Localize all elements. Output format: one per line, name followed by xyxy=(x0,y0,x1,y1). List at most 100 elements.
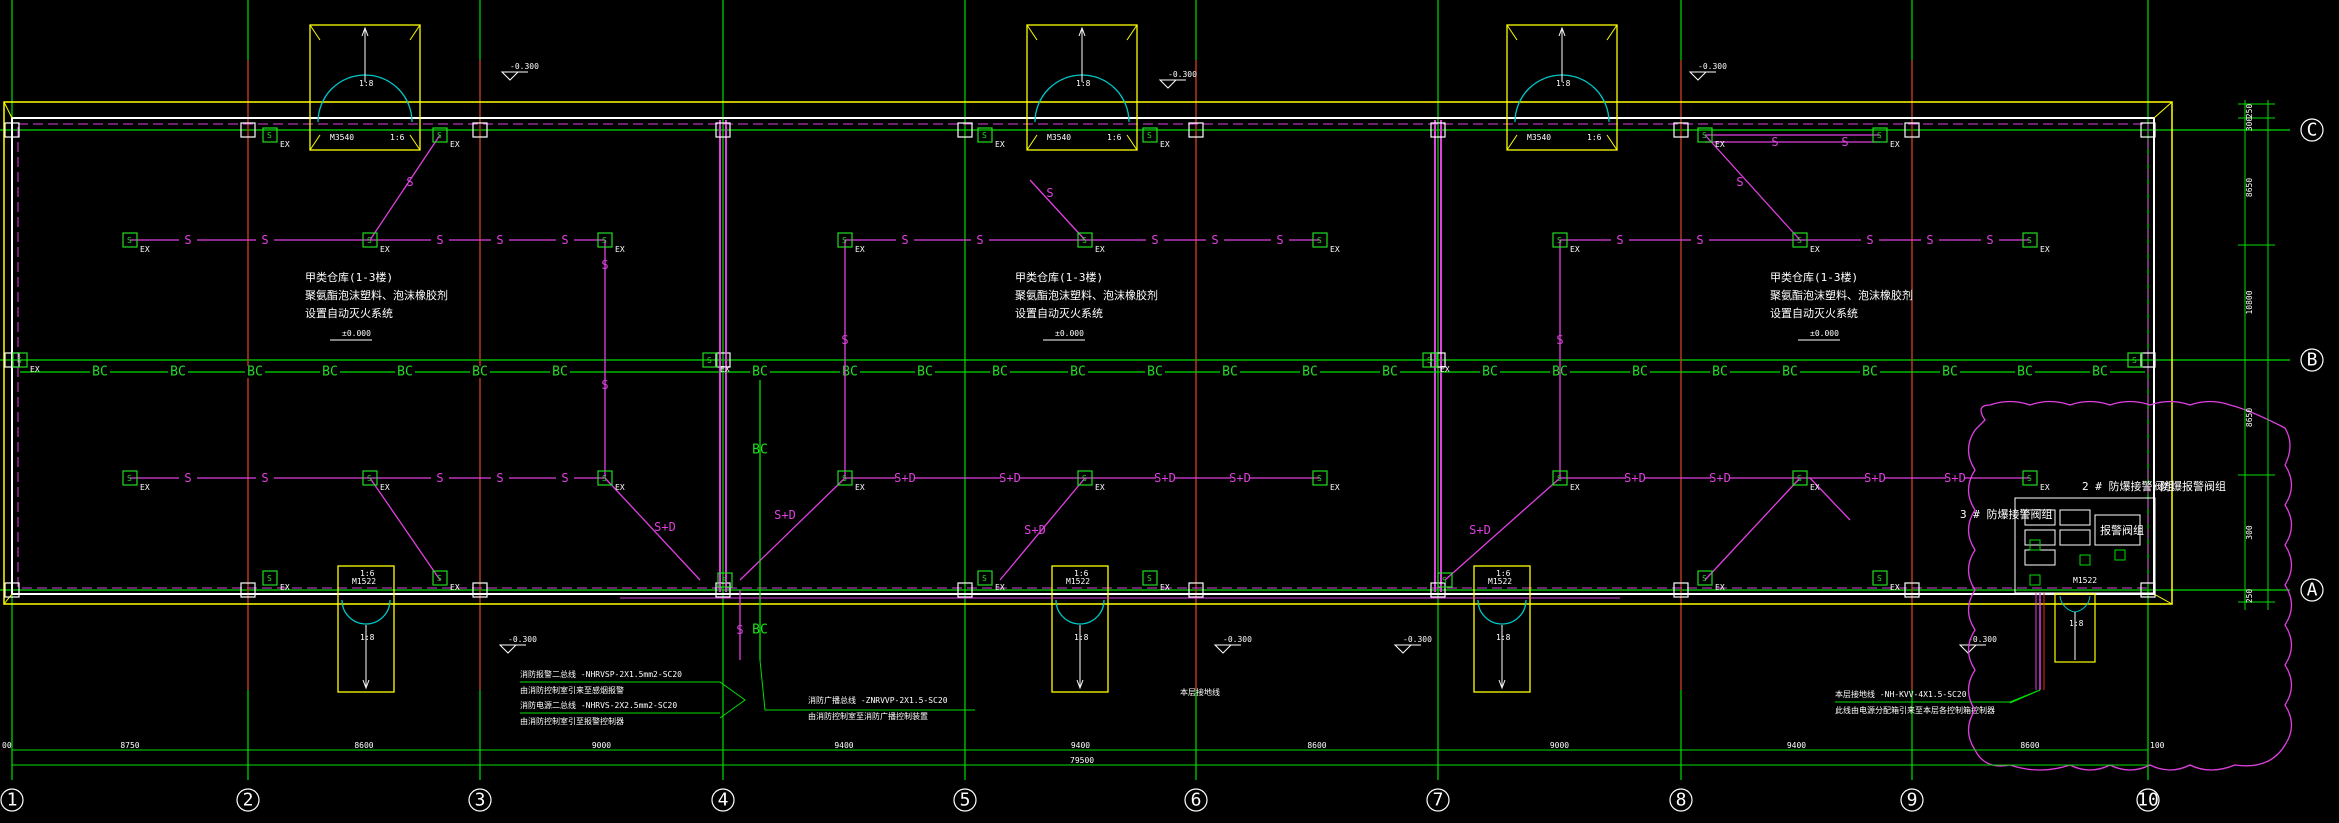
cable-label: S+D xyxy=(894,471,916,485)
svg-text:S: S xyxy=(437,131,442,140)
svg-text:S: S xyxy=(367,236,372,245)
cable-label: BC xyxy=(397,365,413,380)
building-outline xyxy=(3,101,2173,605)
smoke-detector: SEX xyxy=(1077,232,1105,254)
svg-text:±0.000: ±0.000 xyxy=(1810,329,1839,338)
cable-label: S+D xyxy=(1944,471,1966,485)
row-dimension: 250 xyxy=(2245,589,2254,604)
column xyxy=(1188,122,1204,138)
ramp-label-alt: 1:6 xyxy=(1074,569,1089,578)
svg-text:1:8: 1:8 xyxy=(2069,619,2084,628)
smoke-detector: SEX xyxy=(1312,232,1340,254)
axis-bubble-column: 1 xyxy=(0,788,24,812)
svg-text:S: S xyxy=(1702,574,1707,583)
cable-label: BC xyxy=(1782,365,1798,380)
ramp-label-alt: 1:6 xyxy=(1107,133,1122,142)
svg-text:S: S xyxy=(437,574,442,583)
bay-dimension: 8600 xyxy=(1307,741,1326,750)
ex-label: EX xyxy=(30,365,40,374)
svg-text:S: S xyxy=(1147,131,1152,140)
cable-label: BC xyxy=(92,365,108,380)
column xyxy=(957,582,973,598)
svg-text:S: S xyxy=(1427,356,1432,365)
cable-label: S xyxy=(601,378,608,392)
room-label-1: 甲类仓库(1-3楼) 聚氨酯泡沫塑料、泡沫橡胶剂 设置自动灭火系统 ±0.000 xyxy=(305,270,448,341)
valve-room: 2 # 防爆接警阀组 防爆报警阀组 3 # 防爆接警阀组 报警阀组 xyxy=(1960,400,2293,771)
axis-bubble-row: A xyxy=(2300,578,2324,602)
svg-text:±0.000: ±0.000 xyxy=(342,329,371,338)
cable-label: S xyxy=(1211,233,1218,247)
svg-text:S: S xyxy=(1797,236,1802,245)
cable-label: S xyxy=(261,233,268,247)
level-mark: -0.300 xyxy=(1158,70,1197,89)
cable-label: S xyxy=(496,233,503,247)
note-mid: 消防广播总线 -ZNRVVP-2X1.5-SC20 由消防控制室至消防广播控制装… xyxy=(759,659,975,721)
ex-label: EX xyxy=(1715,140,1725,149)
svg-text:S: S xyxy=(1082,474,1087,483)
column xyxy=(1904,122,1920,138)
column xyxy=(240,582,256,598)
cable-label: S+D xyxy=(999,471,1021,485)
door-label: M1522 xyxy=(352,577,376,586)
cable-label: BC xyxy=(247,365,263,380)
svg-text:M1522: M1522 xyxy=(2073,576,2097,585)
svg-text:甲类仓库(1-3楼): 甲类仓库(1-3楼) xyxy=(305,270,393,284)
svg-text:S: S xyxy=(267,131,272,140)
bay-dimension: 9400 xyxy=(1071,741,1090,750)
svg-text:S: S xyxy=(1557,236,1562,245)
ex-label: EX xyxy=(1330,483,1340,492)
axis-bubble-column: 6 xyxy=(1184,788,1208,812)
ramp-label: 1:8 xyxy=(1556,79,1571,88)
svg-text:聚氨酯泡沫塑料、泡沫橡胶剂: 聚氨酯泡沫塑料、泡沫橡胶剂 xyxy=(1770,288,1913,302)
cable-label: S xyxy=(1866,233,1873,247)
cable-label: S+D xyxy=(654,520,676,534)
smoke-detector: S xyxy=(2127,352,2143,368)
svg-text:防爆报警阀组: 防爆报警阀组 xyxy=(2160,479,2226,493)
svg-text:报警阀组: 报警阀组 xyxy=(2100,523,2144,537)
column xyxy=(715,352,731,368)
cable-label: BC xyxy=(752,443,768,458)
ex-label: EX xyxy=(1890,583,1900,592)
cable-label: S+D xyxy=(1864,471,1886,485)
bay-dimension: 8750 xyxy=(120,741,139,750)
svg-text:S: S xyxy=(1797,474,1802,483)
svg-text:-0.300: -0.300 xyxy=(510,62,539,71)
svg-text:4: 4 xyxy=(718,790,729,811)
cable-label: S xyxy=(1771,135,1778,149)
ex-label: EX xyxy=(2040,483,2050,492)
smoke-detector: SEX xyxy=(1142,127,1170,149)
cable-label: S xyxy=(561,471,568,485)
svg-text:本层接地线 -NH-KVV-4X1.5-SC20: 本层接地线 -NH-KVV-4X1.5-SC20 xyxy=(1835,689,1967,699)
svg-text:消防电源二总线 -NHRVS-2X2.5mm2-SC20: 消防电源二总线 -NHRVS-2X2.5mm2-SC20 xyxy=(520,700,677,710)
smoke-detector: SEX xyxy=(1552,232,1580,254)
cable-label: BC xyxy=(1862,365,1878,380)
ramp-label-alt: 1:6 xyxy=(360,569,375,578)
svg-text:此线由电源分配箱引来至本层各控制箱控制器: 此线由电源分配箱引来至本层各控制箱控制器 xyxy=(1835,705,1995,715)
column xyxy=(472,122,488,138)
cable-label: BC xyxy=(1942,365,1958,380)
smoke-detector: SEX xyxy=(1422,352,1450,374)
cable-label: S+D xyxy=(1154,471,1176,485)
smoke-detector: S xyxy=(1437,572,1453,588)
cable-label: S xyxy=(1736,175,1743,189)
svg-text:S: S xyxy=(842,236,847,245)
ex-label: EX xyxy=(720,365,730,374)
cable-label: BC xyxy=(2017,365,2033,380)
svg-text:S: S xyxy=(127,474,132,483)
cable-label: S xyxy=(1986,233,1993,247)
cable-label: BC xyxy=(1712,365,1728,380)
svg-text:100: 100 xyxy=(2150,741,2165,750)
cable-label: BC xyxy=(472,365,488,380)
svg-text:消防报警二总线 -NHRVSP-2X1.5mm2-SC2: 消防报警二总线 -NHRVSP-2X1.5mm2-SC20 xyxy=(520,669,682,679)
bay-dimension: 9400 xyxy=(1787,741,1806,750)
axis-bubble-column: 7 xyxy=(1426,788,1450,812)
ex-label: EX xyxy=(450,583,460,592)
axis-bubble-column: 8 xyxy=(1669,788,1693,812)
ex-label: EX xyxy=(380,483,390,492)
svg-text:S: S xyxy=(2027,236,2032,245)
ramp-label: 1:8 xyxy=(1074,633,1089,642)
svg-text:S: S xyxy=(1877,574,1882,583)
